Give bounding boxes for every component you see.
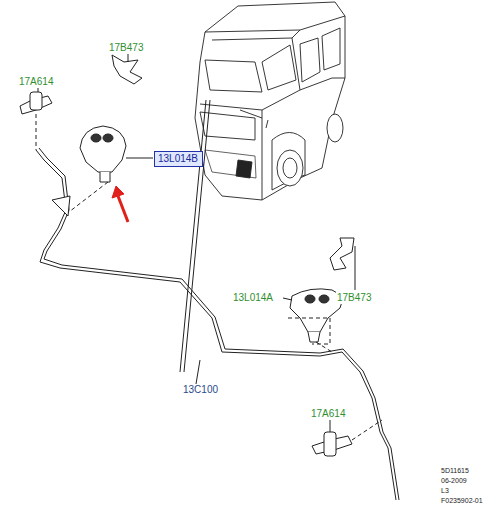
leader-line — [36, 114, 37, 150]
callout-number: 17B473 — [336, 292, 372, 304]
leader-line — [288, 318, 330, 344]
leader-line — [65, 182, 108, 215]
leader-line — [283, 298, 292, 300]
drawing-code: F0235902-01 — [440, 496, 484, 505]
leader-line — [184, 100, 210, 372]
leader-line — [316, 342, 332, 352]
washer-jet — [290, 289, 342, 342]
vehicle-drawing — [195, 2, 345, 200]
pointer-arrow — [112, 186, 128, 222]
leader-line — [196, 360, 200, 384]
leader-line — [355, 246, 356, 290]
part-number-box: 13L014B — [154, 151, 203, 167]
leader-line — [352, 420, 382, 440]
callout-number: 13L014A — [232, 292, 274, 304]
leader-line — [38, 88, 39, 92]
washer-hose — [36, 148, 399, 500]
leader-line — [180, 100, 206, 372]
part-number: 13L014B — [155, 152, 202, 166]
callout-number: 13C100 — [182, 384, 219, 396]
callout-number: 17B473 — [108, 42, 144, 54]
callout-number: 17A614 — [18, 76, 54, 88]
callout-number: 17A614 — [310, 408, 346, 420]
leader-line — [330, 420, 331, 432]
clip — [330, 238, 354, 270]
drawing-code: 5D11615 — [440, 466, 470, 475]
check-valve — [20, 92, 52, 114]
leader-line — [128, 54, 129, 62]
leader-line — [126, 158, 153, 159]
drawing-code: 06-2009 — [440, 476, 468, 485]
clip — [112, 55, 142, 84]
washer-jet — [80, 126, 126, 182]
drawing-code: L3 — [440, 486, 450, 495]
check-valve — [312, 432, 352, 456]
